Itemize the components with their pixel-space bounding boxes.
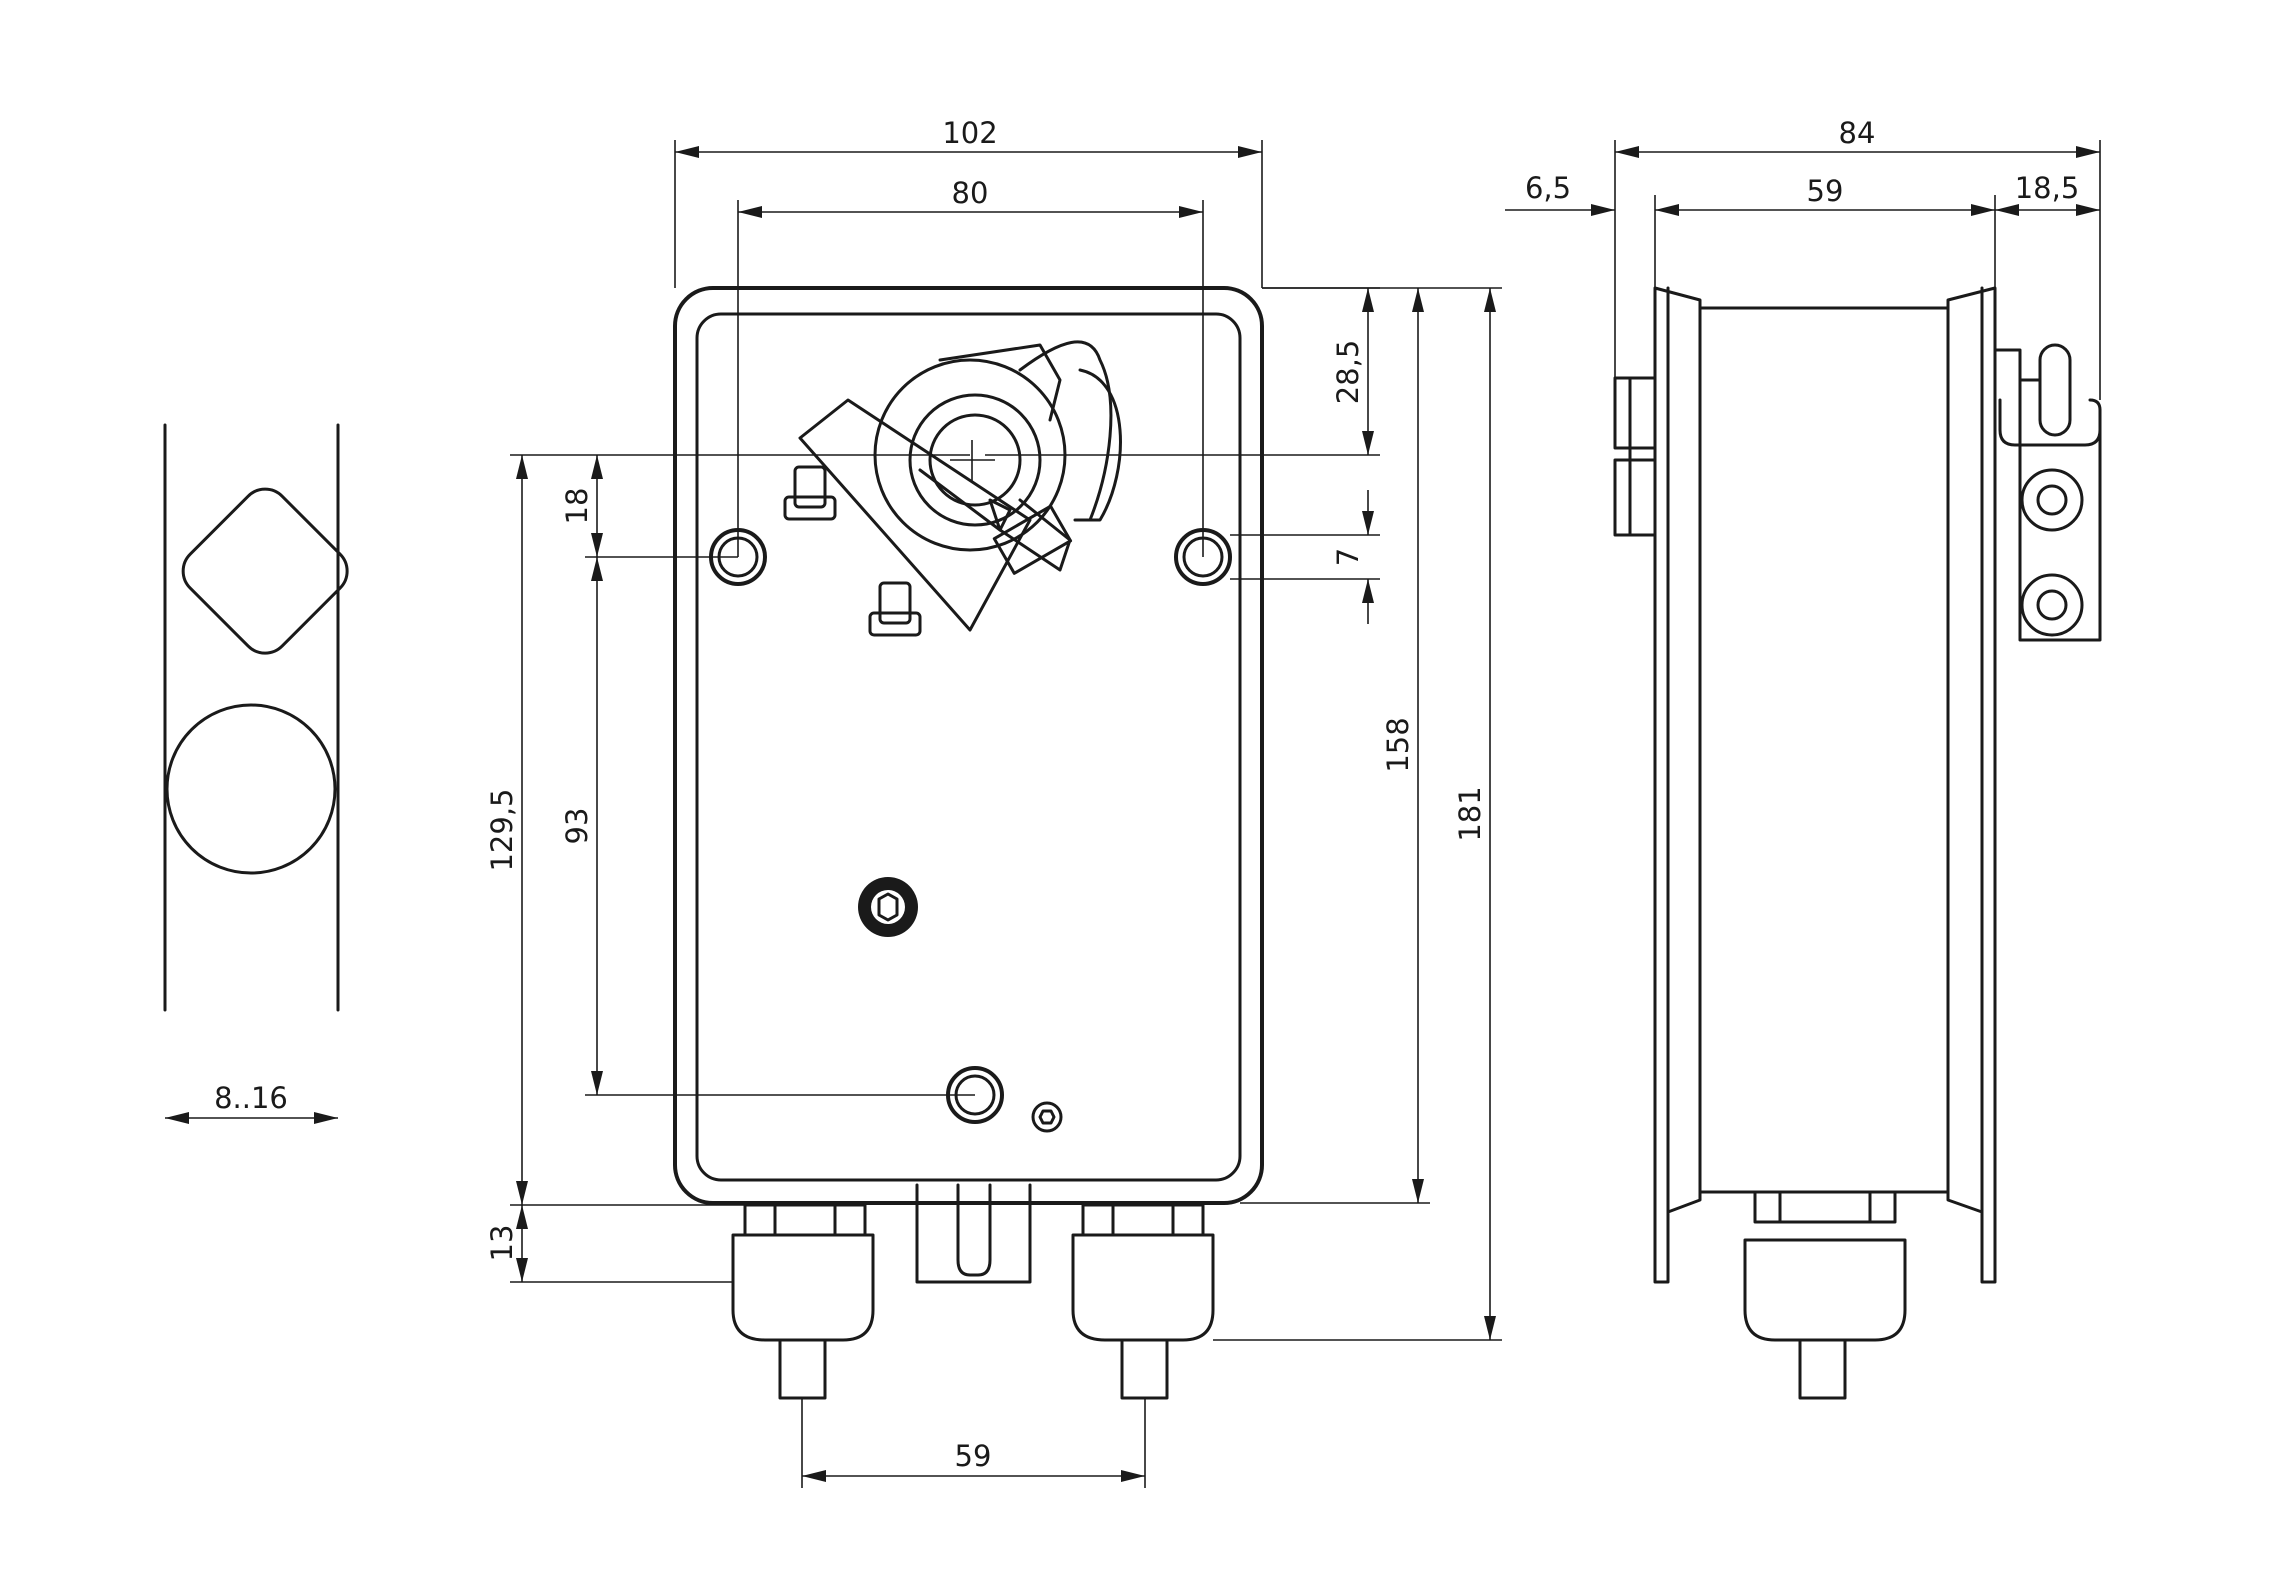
dim-hole-height: 7	[1331, 548, 1365, 566]
dim-gland-height: 13	[485, 1225, 519, 1262]
side-body	[1698, 306, 1950, 1194]
dim-top-to-hole: 28,5	[1331, 340, 1365, 405]
small-nut	[1031, 1101, 1063, 1133]
bracket-bolt-top	[2020, 468, 2084, 532]
housing-cover	[695, 312, 1242, 1182]
side-left-plate	[1653, 286, 1702, 1284]
bottom-tab	[915, 1183, 1032, 1284]
dim-shaft-to-hole: 18	[560, 488, 594, 525]
side-view: 84 6,5 59 18,5	[1505, 116, 2102, 1400]
dim-gland-spacing: 59	[955, 1439, 992, 1473]
cable-gland-right	[1071, 1203, 1215, 1400]
bracket-bolt-bottom	[2020, 573, 2084, 637]
dim-hole-to-lower-hole: 93	[560, 808, 594, 845]
shaft-detail: 8..16	[163, 423, 349, 1124]
cable-gland-left	[731, 1203, 875, 1400]
shaft-clamp	[783, 340, 1122, 637]
dim-total-height: 181	[1453, 786, 1487, 841]
side-bracket	[1993, 348, 2102, 642]
dim-side-body-width: 59	[1807, 174, 1844, 208]
dim-body-height: 158	[1381, 717, 1415, 772]
dim-hole-spacing: 80	[952, 176, 989, 210]
dim-shaft-range: 8..16	[214, 1081, 288, 1115]
dim-side-bracket: 18,5	[2015, 171, 2080, 205]
side-right-plate	[1946, 286, 1997, 1284]
dim-front-width: 102	[942, 116, 997, 150]
actuator-housing	[673, 286, 1264, 1205]
dim-side-width: 84	[1839, 116, 1876, 150]
front-view: 102 80 28,5 7 158 18	[485, 116, 1502, 1488]
dim-side-left-offset: 6,5	[1525, 171, 1571, 205]
round-shaft-profile	[165, 703, 337, 875]
square-shaft-profile	[181, 487, 349, 655]
dim-shaft-to-bottom: 129,5	[485, 788, 519, 871]
